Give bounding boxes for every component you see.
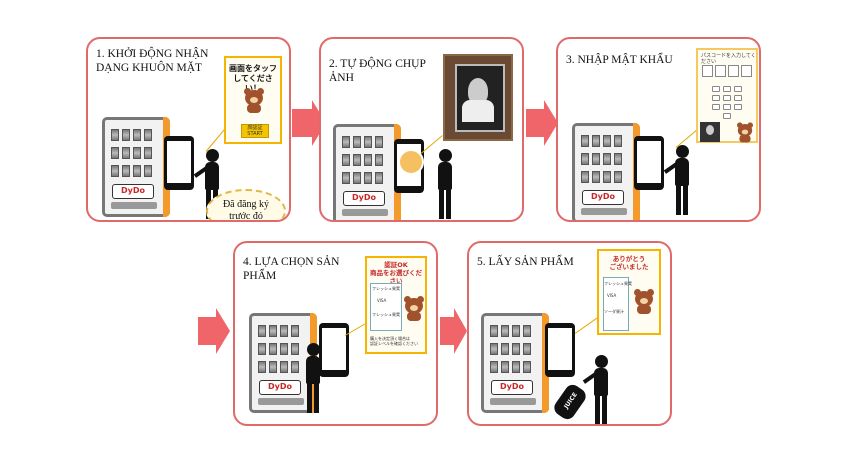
product-line-1: フレッシュ果実 — [604, 281, 632, 286]
callout-text: ありがとう ございました — [609, 255, 649, 271]
flow-arrowhead-3 — [216, 308, 230, 354]
flow-arrow-1 — [292, 109, 314, 137]
step-panel-5: 5. LẤY SẢN PHẨM DyDo JUICE ありがとう ございました … — [467, 241, 672, 426]
passcode-prompt: パスコードを入力してください — [701, 53, 756, 65]
step-panel-4: 4. LỰA CHỌN SẢN PHẨM DyDo 認証OK 商品をお選びくださ… — [233, 241, 438, 426]
thank-you-callout: ありがとう ございました フレッシュ果実 VISA ソーダ果汁 — [597, 249, 661, 335]
camera-photo — [443, 54, 513, 141]
step-panel-1: 1. KHỞI ĐỘNG NHẬN DẠNG KHUÔN MẶT DyDo 画面… — [86, 37, 291, 222]
step-title-1: 1. KHỞI ĐỘNG NHẬN DẠNG KHUÔN MẶT — [96, 48, 209, 74]
person-figure — [582, 355, 613, 424]
smartphone — [634, 136, 664, 190]
passcode-screen-callout: パスコードを入力してください — [696, 48, 758, 143]
juice-can: JUICE — [551, 381, 589, 423]
vending-machine: DyDo — [572, 123, 640, 220]
vending-logo: DyDo — [343, 191, 385, 206]
payment-line: VISA — [377, 298, 387, 303]
registered-bubble: Đã đăng ký trước đó — [206, 189, 286, 222]
screen-callout-start: 画面をタッフ してください！ 顔認証 START — [224, 56, 282, 144]
flow-arrow-3 — [198, 317, 218, 345]
product-line-2: ソーダ果汁 — [604, 309, 624, 314]
flow-arrow-4 — [440, 317, 456, 345]
smartphone — [164, 136, 194, 190]
flow-arrowhead-2 — [544, 100, 558, 146]
step-title-3: 3. NHẬP MẬT KHẨU — [566, 54, 673, 66]
callout-text: 画面をタッフ してください！ — [229, 64, 277, 93]
callout-text: 認証OK 商品をお選びください — [370, 261, 422, 285]
flow-arrow-2 — [526, 109, 546, 137]
bubble-text: Đã đăng ký trước đó — [222, 199, 270, 222]
face-auth-start-button: 顔認証 START — [241, 124, 269, 138]
smartphone — [319, 323, 349, 377]
callout-footer: 購入を決定頂く場合は 認証レベルを確認ください — [370, 336, 418, 346]
step-panel-3: 3. NHẬP MẬT KHẨU DyDo パスコードを入力してください — [556, 37, 761, 222]
product-line-2: フレッシュ果実 — [372, 312, 400, 317]
vending-logo: DyDo — [259, 380, 301, 395]
person-figure — [663, 145, 694, 215]
person-figure — [301, 343, 325, 413]
step-title-5: 5. LẤY SẢN PHẨM — [477, 256, 574, 268]
bear-mascot-icon — [736, 122, 754, 143]
product-select-callout: 認証OK 商品をお選びください フレッシュ果実 VISA フレッシュ果実 購入を… — [365, 256, 427, 354]
can-label: JUICE — [562, 391, 579, 411]
person-figure — [433, 149, 457, 219]
vending-logo: DyDo — [112, 184, 154, 199]
auto-capture-icon — [398, 149, 424, 175]
bear-mascot-icon — [243, 88, 265, 113]
step-title-2: 2. TỰ ĐỘNG CHỤP ẢNH — [329, 58, 426, 84]
flow-arrowhead-4 — [454, 308, 467, 354]
vending-machine: DyDo — [481, 313, 549, 413]
bear-mascot-icon — [633, 289, 655, 314]
vending-logo: DyDo — [491, 380, 533, 395]
product-line-1: フレッシュ果実 — [372, 286, 400, 291]
step-title-4: 4. LỰA CHỌN SẢN PHẨM — [243, 256, 340, 282]
step-panel-2: 2. TỰ ĐỘNG CHỤP ẢNH DyDo — [319, 37, 524, 222]
smartphone — [545, 323, 575, 377]
bear-mascot-icon — [403, 296, 425, 321]
vending-logo: DyDo — [582, 190, 624, 205]
vending-machine: DyDo — [333, 124, 401, 220]
vending-machine: DyDo — [102, 117, 170, 217]
payment-line: VISA — [607, 293, 617, 298]
